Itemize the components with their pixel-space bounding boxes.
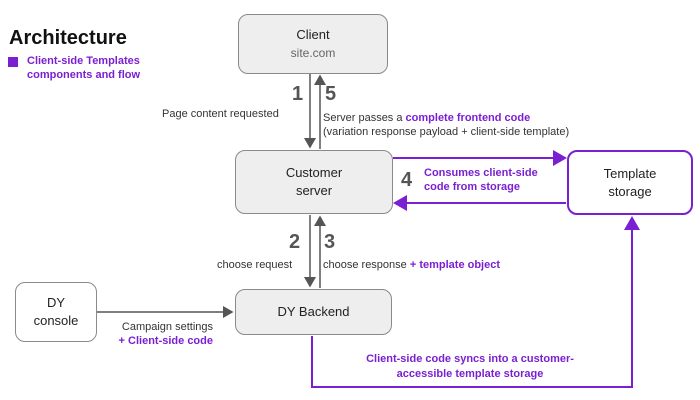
- template-storage-label: Template storage: [603, 165, 657, 199]
- step-4-number: 4: [401, 169, 413, 191]
- dy-backend-node: DY Backend: [235, 289, 392, 335]
- step-3-label: choose response + template object: [323, 259, 500, 271]
- step-5-prefix: Server passes a: [323, 112, 406, 124]
- step-5-line2: (variation response payload + client-sid…: [323, 126, 570, 138]
- client-label: Client: [296, 27, 330, 42]
- step-3-number: 3: [324, 231, 336, 253]
- step-1-number: 1: [292, 83, 304, 105]
- legend-text: Client-side Templates components and flo…: [27, 55, 141, 81]
- step-2-label: choose request: [217, 259, 293, 271]
- console-edge-highlight: + Client-side code: [118, 335, 213, 347]
- legend-swatch: [8, 57, 18, 67]
- console-edge-label: Campaign settings + Client-side code: [103, 320, 213, 348]
- step-1-label: Page content requested: [162, 108, 279, 120]
- customer-server-node: Customer server: [235, 150, 393, 214]
- dy-backend-label: DY Backend: [277, 304, 350, 319]
- step-5-highlight: complete frontend code: [405, 112, 531, 124]
- console-edge-text: Campaign settings: [121, 321, 213, 333]
- step-3-highlight: + template object: [409, 259, 501, 271]
- arrow-sync-to-storage: [311, 216, 640, 388]
- customer-server-label: Customer server: [285, 165, 343, 198]
- page-title: Architecture: [9, 27, 127, 49]
- dy-console-label: DY console: [33, 295, 79, 328]
- client-sublabel: site.com: [290, 46, 336, 60]
- dy-console-node: DY console: [15, 282, 97, 342]
- template-storage-node: Template storage: [567, 150, 693, 215]
- step-5-number: 5: [325, 83, 337, 105]
- step-4-label: Consumes client-side code from storage: [424, 167, 538, 193]
- sync-edge-label: Client-side code syncs into a customer-a…: [366, 353, 574, 380]
- step-5-label: Server passes a complete frontend code (…: [323, 111, 569, 139]
- step-3-prefix: choose response: [323, 259, 410, 271]
- step-2-number: 2: [289, 231, 301, 253]
- client-node: Client site.com: [238, 14, 388, 74]
